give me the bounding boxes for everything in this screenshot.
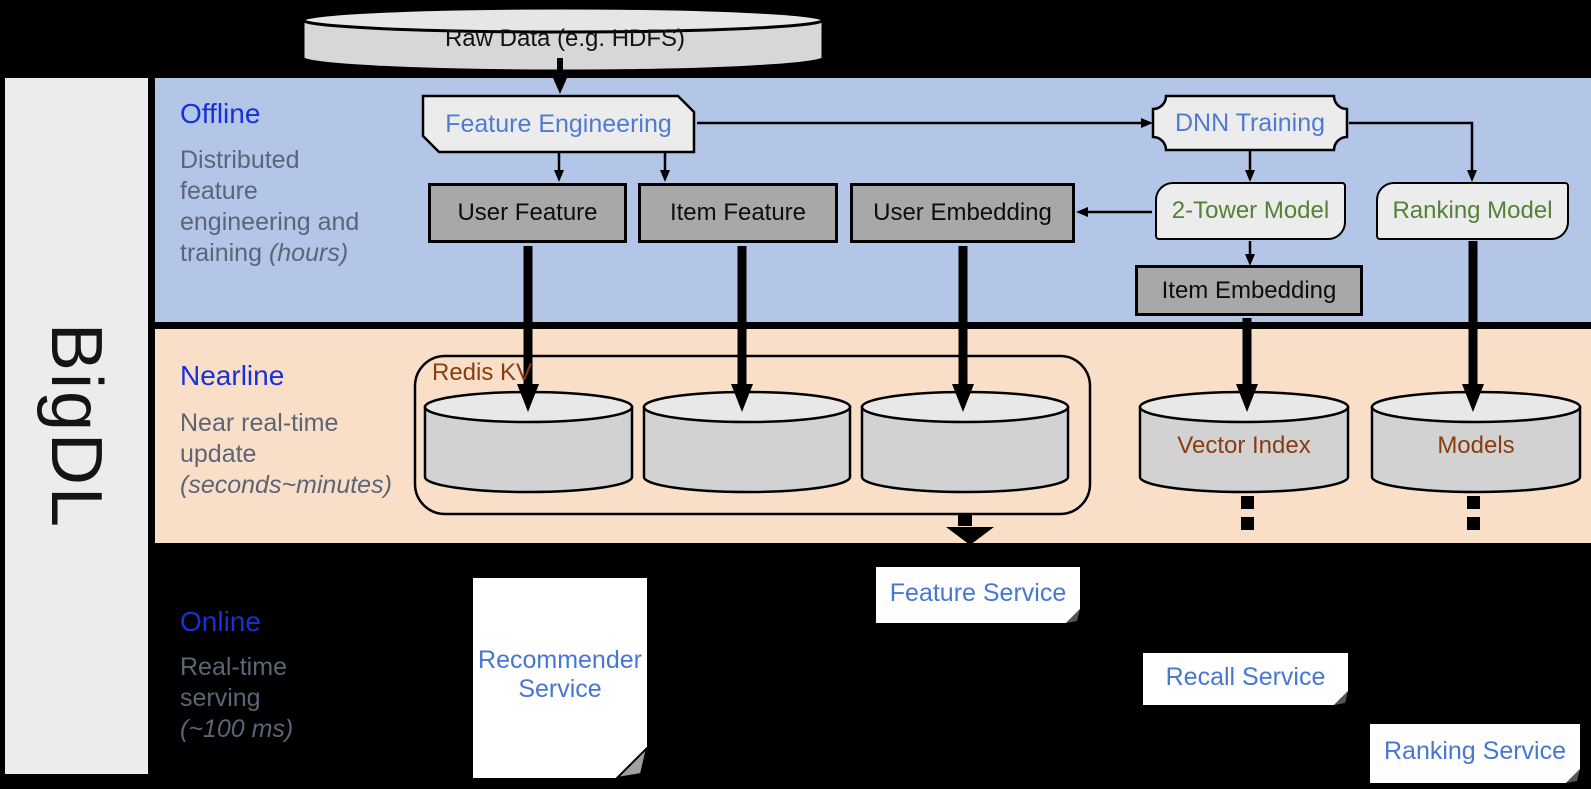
two-tower-model-box: 2-Tower Model xyxy=(1155,182,1346,240)
redis-kv-container xyxy=(413,354,1092,516)
user-embedding-label: User Embedding xyxy=(873,199,1052,226)
nearline-section-description: Near real-time update (seconds~minutes) xyxy=(180,409,392,499)
redis-cylinder-3-icon xyxy=(860,390,1070,494)
online-section-title: Online xyxy=(180,606,261,637)
feature-engineering-shape xyxy=(421,94,696,154)
recall-service-label: Recall Service xyxy=(1165,662,1326,691)
nearline-section-title: Nearline xyxy=(180,360,285,391)
ranking-model-label: Ranking Model xyxy=(1392,197,1553,224)
bigdl-sidebar: BigDL xyxy=(5,78,148,774)
raw-data-label: Raw Data (e.g. HDFS) xyxy=(444,25,686,52)
two-tower-model-label: 2-Tower Model xyxy=(1171,197,1330,224)
ranking-service-label: Ranking Service xyxy=(1383,737,1567,765)
item-embedding-box: Item Embedding xyxy=(1135,265,1363,316)
feature-service-label: Feature Service xyxy=(889,578,1067,607)
feature-engineering-label: Feature Engineering xyxy=(445,109,672,138)
recall-service-doc xyxy=(1143,653,1348,705)
recommender-service-doc xyxy=(473,578,649,780)
online-section-description: Real-time serving (~100 ms) xyxy=(180,653,294,743)
recommender-service-label: Recommender Service xyxy=(478,646,642,703)
offline-section-title: Offline xyxy=(180,98,261,129)
dnn-training-label: DNN Training xyxy=(1174,108,1326,137)
flow-arrows xyxy=(553,58,1477,266)
user-feature-label: User Feature xyxy=(457,199,598,226)
raw-data-cylinder-icon xyxy=(301,6,825,73)
feature-service-doc xyxy=(876,567,1080,623)
user-feature-box: User Feature xyxy=(428,183,627,243)
dnn-training-shape xyxy=(1151,94,1349,152)
dashed-drop-arrows xyxy=(946,496,1480,545)
item-embedding-label: Item Embedding xyxy=(1161,276,1337,304)
redis-cylinder-1-icon xyxy=(423,390,634,494)
redis-cylinder-2-icon xyxy=(642,390,852,494)
user-embedding-box: User Embedding xyxy=(850,183,1075,243)
item-feature-label: Item Feature xyxy=(669,199,807,226)
models-label: Models xyxy=(1437,432,1515,459)
ranking-service-doc xyxy=(1370,724,1580,783)
item-feature-box: Item Feature xyxy=(638,183,838,243)
vector-index-label: Vector Index xyxy=(1177,432,1311,459)
offline-section-description: Distributed feature engineering and trai… xyxy=(180,146,360,267)
redis-kv-label: Redis KV xyxy=(432,359,533,386)
pipeline-arrows xyxy=(517,241,1484,412)
ranking-model-box: Ranking Model xyxy=(1376,182,1569,240)
